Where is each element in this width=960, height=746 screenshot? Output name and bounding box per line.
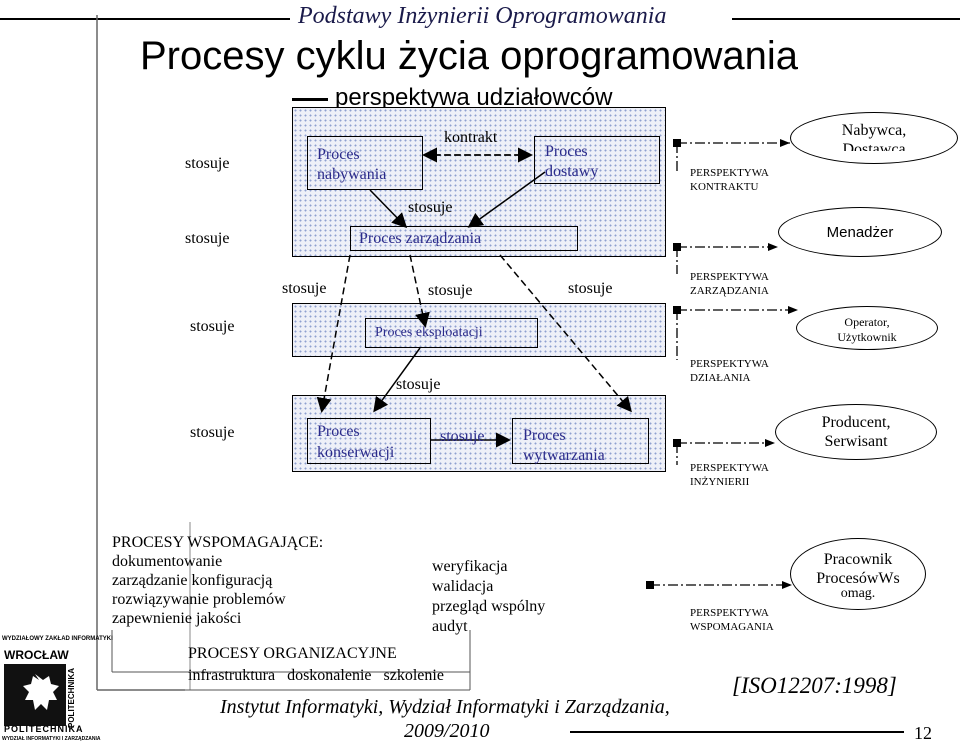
university-logo: WYDZIAŁOWY ZAKŁAD INFORMATYKI WROCŁAW PO…: [0, 636, 113, 746]
process-acquisition-label: Proces: [317, 146, 360, 163]
process-development-label: wytwarzania: [523, 447, 605, 464]
process-supply-label: dostawy: [545, 163, 599, 180]
perspective-label: DZIAŁANIA: [690, 372, 751, 384]
perspective-engineering: PERSPEKTYWA INŻYNIERII: [690, 461, 769, 489]
perspective-label: PERSPEKTYWA: [690, 167, 769, 179]
role-manager: Menadżer: [778, 207, 942, 257]
support-item: zarządzanie konfiguracją: [112, 572, 273, 589]
operation-region: [292, 303, 666, 357]
svg-text:POLITECHNIKA: POLITECHNIKA: [67, 668, 76, 728]
perspective-label: KONTRAKTU: [690, 181, 759, 193]
role-producer-servicer: Producent, Serwisant: [775, 404, 937, 460]
organizational-item: szkolenie: [383, 667, 444, 684]
support-item: zapewnienie jakości: [112, 610, 242, 627]
support-item: rozwiązywanie problemów: [112, 591, 286, 608]
footer-reference: [ISO12207:1998]: [732, 673, 897, 698]
perspective-label: WSPOMAGANIA: [690, 621, 774, 633]
stosuje-label: stosuje: [282, 280, 327, 297]
organizational-processes: PROCESY ORGANIZACYJNE infrastruktura dos…: [188, 643, 444, 687]
perspective-contract: PERSPEKTYWA KONTRAKTU: [690, 166, 769, 194]
perspective-label: PERSPEKTYWA: [690, 607, 769, 619]
process-development-box: Proces wytwarzania: [512, 418, 649, 464]
perspective-operation: PERSPEKTYWA DZIAŁANIA: [690, 357, 769, 385]
perspective-label: PERSPEKTYWA: [690, 271, 769, 283]
subtitle-dash: [292, 98, 328, 101]
support-item: weryfikacja: [432, 558, 508, 575]
course-header: Podstawy Inżynierii Oprogramowania: [298, 3, 667, 29]
footer-rule: [570, 731, 904, 733]
process-acquisition-box: Proces nabywania: [307, 136, 423, 190]
perspective-label: ZARZĄDZANIA: [690, 285, 769, 297]
footer-year: 2009/2010: [404, 720, 490, 742]
perspective-label: INŻYNIERII: [690, 476, 750, 488]
organizational-heading: PROCESY ORGANIZACYJNE: [188, 645, 397, 662]
role-label: Pracownik: [823, 551, 893, 568]
logo-ring-text: WYDZIAŁ INFORMATYKI I ZARZĄDZANIA: [2, 736, 101, 742]
stosuje-label: stosuje: [408, 199, 453, 216]
role-label: Użytkownik: [837, 330, 897, 344]
support-item: dokumentowanie: [112, 553, 223, 570]
logo-top-text: WYDZIAŁOWY ZAKŁAD INFORMATYKI: [2, 636, 113, 642]
stosuje-label: stosuje: [396, 376, 441, 393]
contract-region: [292, 107, 666, 257]
role-acquirer-supplier: Nabywca, Dostawca: [790, 112, 958, 164]
organizational-items: infrastruktura doskonalenie szkolenie: [188, 665, 444, 687]
role-label: Nabywca,: [841, 122, 907, 139]
process-operation-box: Proces eksploatacji: [365, 318, 538, 348]
header-rule-left: [0, 18, 290, 20]
stosuje-label: stosuje: [428, 282, 473, 299]
organizational-item: infrastruktura: [188, 667, 276, 684]
process-maintenance-box: Proces konserwacji: [307, 418, 431, 464]
role-label: Operator,: [844, 315, 890, 329]
support-item: przegląd wspólny: [432, 598, 546, 615]
engineering-region: [292, 395, 666, 472]
role-label: omag.: [840, 586, 876, 601]
contract-label: kontrakt: [444, 129, 498, 146]
slide-subtitle: perspektywa udziałowców: [335, 84, 613, 111]
process-maintenance-label: Proces: [317, 423, 360, 440]
role-label: Serwisant: [824, 433, 888, 450]
logo-city: WROCŁAW: [4, 648, 69, 662]
page-number: 12: [914, 723, 932, 743]
process-maintenance-label: konserwacji: [317, 444, 395, 461]
role-label: ProcesówWs: [816, 570, 900, 587]
process-management-label: Proces zarządzania: [359, 230, 482, 247]
process-supply-box: Proces dostawy: [534, 136, 660, 184]
process-development-label: Proces: [523, 427, 566, 444]
perspective-management: PERSPEKTYWA ZARZĄDZANIA: [690, 270, 769, 298]
stosuje-label: stosuje: [440, 428, 485, 445]
perspective-label: PERSPEKTYWA: [690, 462, 769, 474]
logo-school: POLITECHNIKA: [4, 724, 84, 734]
header-rule-right: [732, 18, 960, 20]
footer-institute: Instytut Informatyki, Wydział Informatyk…: [220, 696, 670, 718]
process-acquisition-label: nabywania: [317, 166, 387, 183]
left-label-stosuje: stosuje: [185, 155, 230, 172]
role-label: Menadżer: [826, 224, 894, 241]
left-label-stosuje: stosuje: [190, 424, 235, 441]
perspective-support: PERSPEKTYWA WSPOMAGANIA: [690, 606, 774, 634]
role-label: Dostawca: [842, 141, 906, 151]
stosuje-label: stosuje: [568, 280, 613, 297]
support-processes: PROCESY WSPOMAGAJĄCE: dokumentowanie zar…: [112, 533, 323, 628]
support-item: audyt: [432, 618, 468, 635]
eagle-icon: POLITECHNIKA: [4, 664, 76, 728]
process-supply-label: Proces: [545, 143, 588, 160]
perspective-label: PERSPEKTYWA: [690, 358, 769, 370]
slide-title: Procesy cyklu życia oprogramowania: [140, 34, 799, 78]
role-operator-user: Operator, Użytkownik: [796, 306, 938, 350]
left-label-stosuje: stosuje: [185, 230, 230, 247]
organizational-item: doskonalenie: [287, 667, 372, 684]
role-support-worker: Pracownik ProcesówWs omag.: [790, 538, 926, 610]
support-item: walidacja: [432, 578, 494, 595]
left-label-stosuje: stosuje: [190, 318, 235, 335]
process-operation-label: Proces eksploatacji: [375, 325, 483, 340]
support-processes-right: weryfikacja walidacja przegląd wspólny a…: [432, 557, 545, 637]
support-heading: PROCESY WSPOMAGAJĄCE:: [112, 534, 324, 551]
process-management-box: Proces zarządzania: [350, 226, 578, 251]
role-label: Producent,: [821, 414, 891, 431]
